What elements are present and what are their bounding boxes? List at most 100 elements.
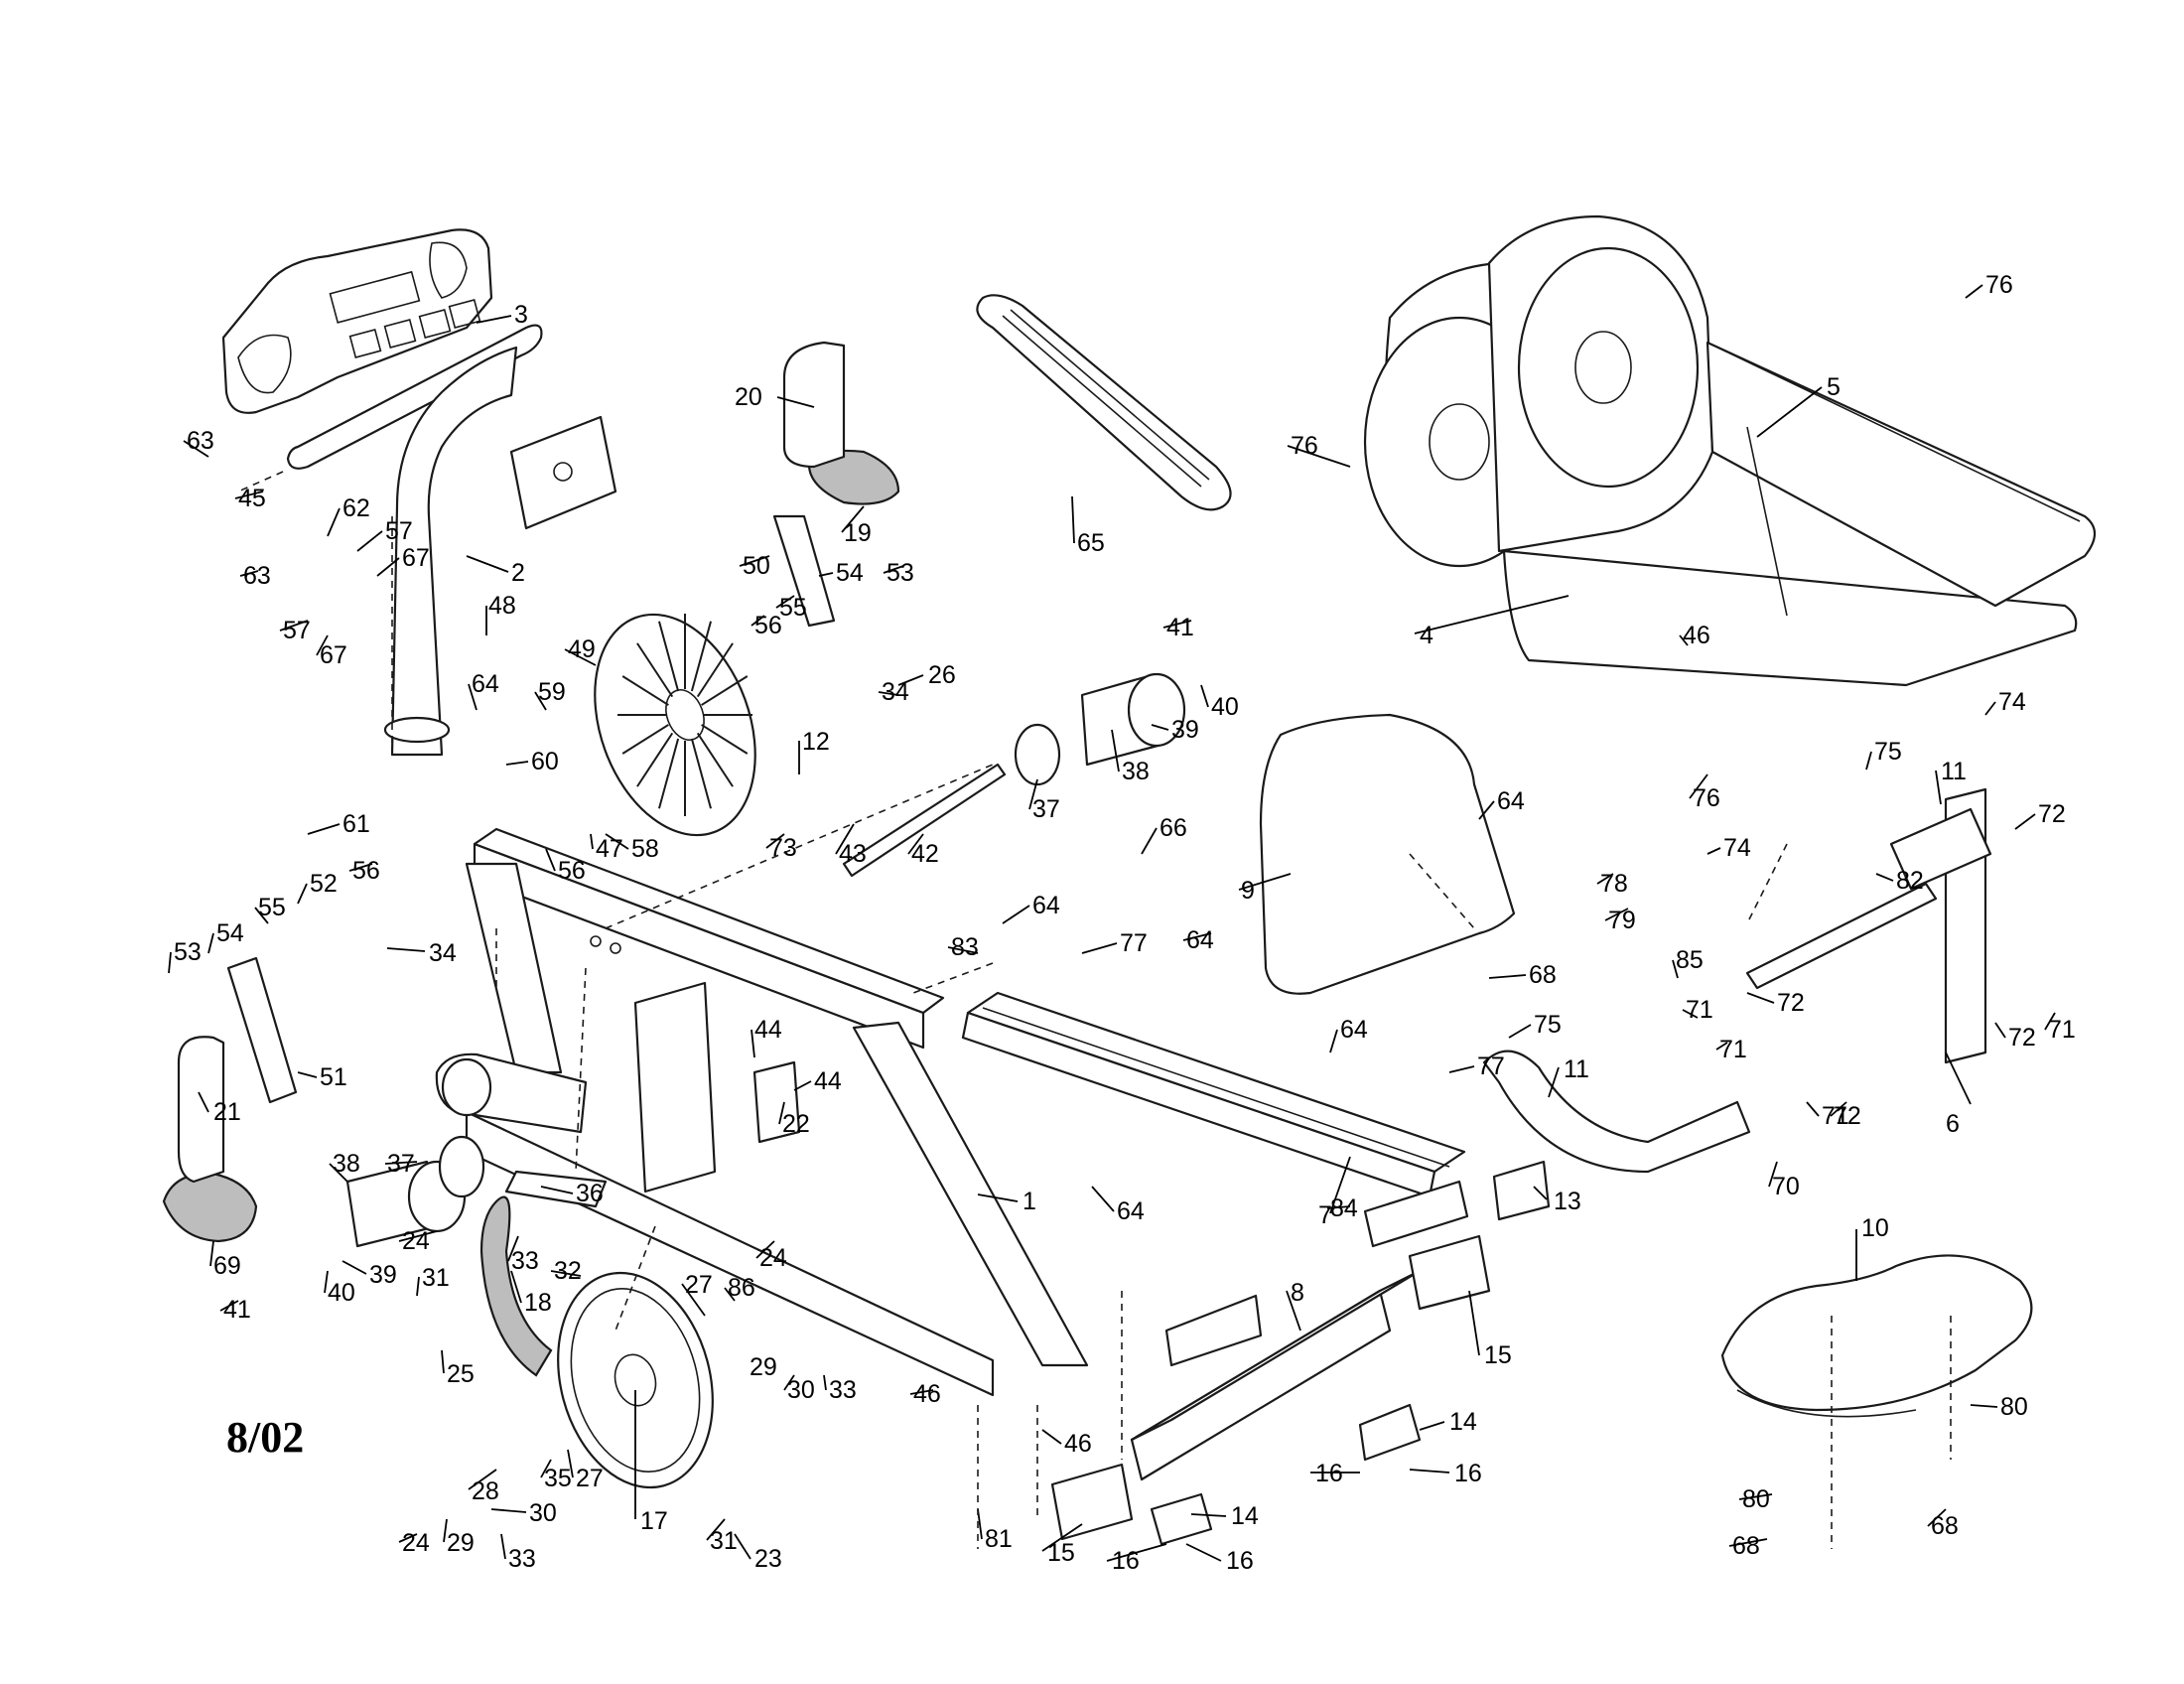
callout-52: 52 (310, 870, 338, 898)
callout-24b: 24 (402, 1227, 430, 1255)
leader-line (751, 1029, 755, 1058)
leader-line (1478, 800, 1495, 820)
callout-57b: 57 (283, 617, 311, 644)
drive-belt-part (976, 294, 1232, 511)
callout-68a: 68 (1529, 961, 1557, 989)
leader-line (883, 565, 904, 574)
leader-line (681, 1283, 706, 1317)
callout-3: 3 (514, 301, 528, 329)
leader-line (441, 1349, 445, 1374)
callout-15b: 15 (1047, 1539, 1075, 1567)
leader-line (376, 557, 400, 577)
flywheel-spoke (636, 642, 674, 698)
leader-line (734, 1533, 751, 1560)
leader-line (1935, 770, 1942, 805)
leader-line (835, 823, 855, 855)
flywheel-spoke (696, 732, 734, 787)
leader-line (316, 634, 329, 656)
callout-15a: 15 (1484, 1341, 1512, 1369)
leader-line (297, 883, 308, 905)
leader-line (545, 848, 556, 872)
leader-line (1081, 942, 1118, 954)
crank-arm-51-part (226, 956, 298, 1104)
leader-line (468, 1469, 497, 1490)
callout-46c: 46 (1683, 622, 1710, 649)
callout-38b: 38 (1122, 758, 1150, 785)
leader-line (751, 615, 765, 627)
callout-16a: 16 (1315, 1460, 1343, 1487)
leader-line (307, 823, 341, 835)
leader-line (1596, 873, 1614, 885)
leader-line (1141, 827, 1158, 855)
callout-46a: 46 (913, 1380, 941, 1408)
leader-line (724, 1287, 736, 1302)
callout-46b: 46 (1064, 1430, 1092, 1458)
leader-line (2014, 813, 2036, 830)
leader-line (207, 932, 214, 954)
flywheel-spoke (658, 621, 680, 692)
leader-line (505, 761, 529, 766)
flywheel-spoke (701, 675, 749, 706)
callout-82: 82 (1896, 867, 1924, 895)
callout-23: 23 (754, 1545, 782, 1573)
callout-63a: 63 (187, 427, 214, 455)
leader-line (1286, 1290, 1301, 1332)
roller-37-left-part (438, 1135, 485, 1198)
leader-line (416, 1276, 420, 1297)
leader-line (1448, 1065, 1475, 1073)
console-part (221, 228, 543, 470)
leader-line (466, 555, 509, 573)
callout-17: 17 (640, 1507, 668, 1535)
leader-line (550, 1270, 582, 1277)
callout-14b: 14 (1231, 1502, 1259, 1530)
callout-72b: 72 (2038, 800, 2066, 828)
callout-80b: 80 (2000, 1393, 2028, 1421)
callout-58: 58 (631, 835, 659, 863)
flywheel-spoke (658, 738, 680, 809)
leader-line (1865, 751, 1872, 771)
flywheel-spoke (636, 732, 674, 787)
leader-line (1970, 1404, 1998, 1408)
flywheel-17-part (557, 1271, 714, 1489)
leader-line (1768, 1161, 1778, 1188)
leader-line (1028, 778, 1038, 810)
leader-line (1715, 1042, 1728, 1051)
leader-line (897, 674, 924, 686)
leader-line (327, 507, 341, 537)
leader-line (907, 833, 924, 855)
leader-line (356, 530, 383, 552)
leader-line (1002, 905, 1030, 924)
strap-20-part (782, 341, 846, 469)
callout-59: 59 (538, 678, 566, 706)
endcap-15-part (1050, 1234, 1491, 1541)
leader-lines (168, 284, 2056, 1562)
callout-4: 4 (1420, 622, 1433, 649)
leader-line (1326, 1205, 1351, 1209)
callout-6: 6 (1946, 1110, 1960, 1138)
leader-line (1091, 1186, 1115, 1212)
callout-10: 10 (1861, 1214, 1889, 1242)
callout-77b: 77 (1477, 1052, 1505, 1080)
callout-37a: 37 (387, 1150, 415, 1178)
backrest-part (1259, 713, 1516, 995)
callout-48: 48 (488, 592, 516, 620)
leader-line (1728, 1538, 1768, 1547)
callout-72c: 72 (2008, 1024, 2036, 1052)
leader-line (1738, 1493, 1773, 1500)
leader-line (384, 1161, 418, 1165)
leader-line (1533, 1186, 1548, 1200)
callout-31a: 31 (422, 1264, 450, 1292)
endcap-13-part (1492, 1160, 1551, 1221)
callout-34b: 34 (882, 678, 909, 706)
flywheel-spoke (696, 642, 734, 698)
main-frame-part (435, 827, 1089, 1397)
callout-78: 78 (1600, 870, 1628, 898)
callout-29b: 29 (750, 1353, 777, 1381)
flywheel-spoke (621, 675, 669, 706)
callout-64b: 64 (1032, 892, 1060, 919)
leader-line (1200, 684, 1209, 708)
assembly-lines (237, 471, 1952, 1549)
leader-line (1162, 620, 1192, 629)
roller-38-left-part (345, 1160, 467, 1248)
leader-line (977, 1193, 1019, 1202)
